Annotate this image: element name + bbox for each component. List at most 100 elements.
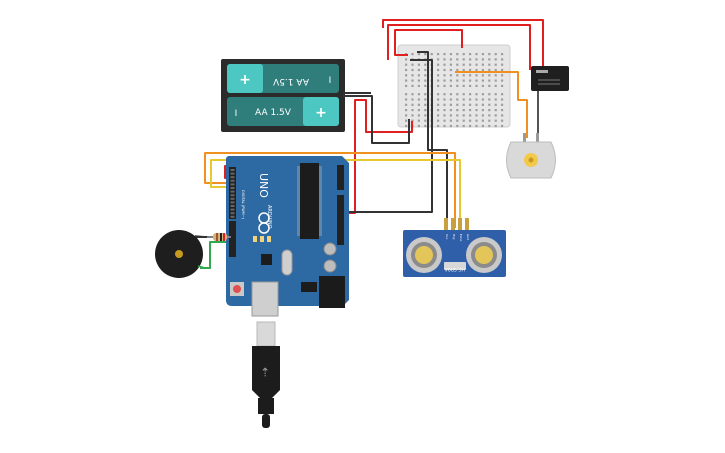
breadboard-hole [443, 63, 446, 66]
digital-pin [230, 169, 235, 171]
breadboard-hole [481, 53, 484, 56]
breadboard-hole [469, 109, 472, 112]
breadboard-hole [411, 74, 414, 77]
digital-pin-header [230, 169, 235, 218]
breadboard-hole [449, 63, 452, 66]
digital-pin [230, 208, 235, 211]
breadboard-hole [443, 53, 446, 56]
breadboard-hole [494, 93, 497, 96]
arduino-model-label: UNO [257, 173, 270, 198]
breadboard-hole [437, 103, 440, 106]
breadboard-hole [430, 53, 433, 56]
breadboard-hole [494, 109, 497, 112]
wire-orange-motor [455, 71, 528, 138]
breadboard-hole [501, 93, 504, 96]
breadboard-hole [488, 63, 491, 66]
battery-pack[interactable]: + AA 1.5V I I AA 1.5V + [221, 59, 345, 132]
breadboard-hole [417, 68, 420, 72]
breadboard-hole [494, 58, 497, 61]
breadboard-hole [501, 114, 504, 117]
breadboard-hole [462, 114, 465, 117]
breadboard-hole [469, 114, 472, 117]
breadboard-hole [417, 53, 420, 56]
breadboard-hole [475, 93, 478, 96]
usb-cable: ⇢ [252, 321, 280, 428]
breadboard-hole [469, 103, 472, 106]
digital-pin [230, 201, 235, 204]
breadboard-hole [449, 109, 452, 112]
breadboard-hole [456, 74, 459, 77]
breadboard-hole [443, 84, 446, 87]
breadboard-hole [437, 58, 440, 61]
digital-pin [230, 179, 235, 182]
breadboard-hole [449, 98, 452, 101]
sensor-pin-label: Echo [459, 234, 463, 241]
breadboard-hole [488, 53, 491, 56]
breadboard-hole [449, 84, 452, 87]
breadboard-hole [443, 114, 446, 117]
resistor[interactable] [207, 233, 231, 241]
battery-cell1-minus: I [329, 76, 332, 86]
breadboard-hole [475, 53, 478, 56]
breadboard-hole [501, 124, 504, 128]
battery-cell2-plus: + [315, 105, 327, 121]
breadboard-hole [456, 58, 459, 61]
breadboard-hole [494, 119, 497, 122]
breadboard-hole [488, 58, 491, 61]
breadboard-hole [443, 98, 446, 101]
breadboard-hole [475, 74, 478, 77]
breadboard-hole [437, 74, 440, 77]
breadboard-hole [462, 53, 465, 56]
breadboard-hole [501, 98, 504, 101]
battery-cell1-label: AA 1.5V [272, 76, 309, 86]
breadboard-hole [462, 93, 465, 96]
digital-pin [230, 183, 235, 186]
breadboard-hole [501, 119, 504, 122]
digital-pin [230, 190, 235, 193]
breadboard-hole [456, 98, 459, 101]
breadboard-hole [417, 124, 420, 128]
breadboard-hole [481, 109, 484, 112]
breadboard[interactable] [397, 44, 511, 128]
breadboard-hole [456, 114, 459, 117]
breadboard-hole [501, 53, 504, 56]
dc-motor[interactable] [506, 133, 556, 179]
breadboard-hole [475, 114, 478, 117]
breadboard-hole [405, 93, 408, 96]
piezo-buzzer[interactable] [155, 230, 208, 278]
breadboard-hole [481, 58, 484, 61]
breadboard-hole [443, 68, 446, 72]
breadboard-hole [475, 98, 478, 101]
digital-pin [230, 176, 235, 179]
breadboard-hole [417, 63, 420, 66]
breadboard-hole [424, 93, 427, 96]
arduino-uno[interactable]: UNO ARDUINO DIGITAL (PWM~) [226, 156, 349, 317]
breadboard-hole [475, 109, 478, 112]
breadboard-hole [437, 79, 440, 82]
breadboard-hole [417, 79, 420, 82]
breadboard-hole [475, 79, 478, 82]
breadboard-hole [411, 79, 414, 82]
relay[interactable] [531, 66, 569, 91]
breadboard-hole [405, 58, 408, 61]
breadboard-hole [475, 119, 478, 122]
breadboard-hole [475, 124, 478, 128]
breadboard-hole [494, 98, 497, 101]
breadboard-hole [449, 53, 452, 56]
breadboard-hole [405, 68, 408, 72]
breadboard-hole [443, 93, 446, 96]
breadboard-hole [494, 114, 497, 117]
breadboard-hole [481, 119, 484, 122]
breadboard-hole [488, 79, 491, 82]
digital-header-label: DIGITAL (PWM~) [241, 190, 245, 220]
atmega-chip [300, 163, 319, 239]
breadboard-hole [417, 98, 420, 101]
wire-black-gnd [417, 51, 448, 228]
arduino-logo [258, 212, 270, 234]
breadboard-hole [462, 98, 465, 101]
breadboard-hole [469, 98, 472, 101]
breadboard-hole [424, 98, 427, 101]
breadboard-hole [481, 98, 484, 101]
